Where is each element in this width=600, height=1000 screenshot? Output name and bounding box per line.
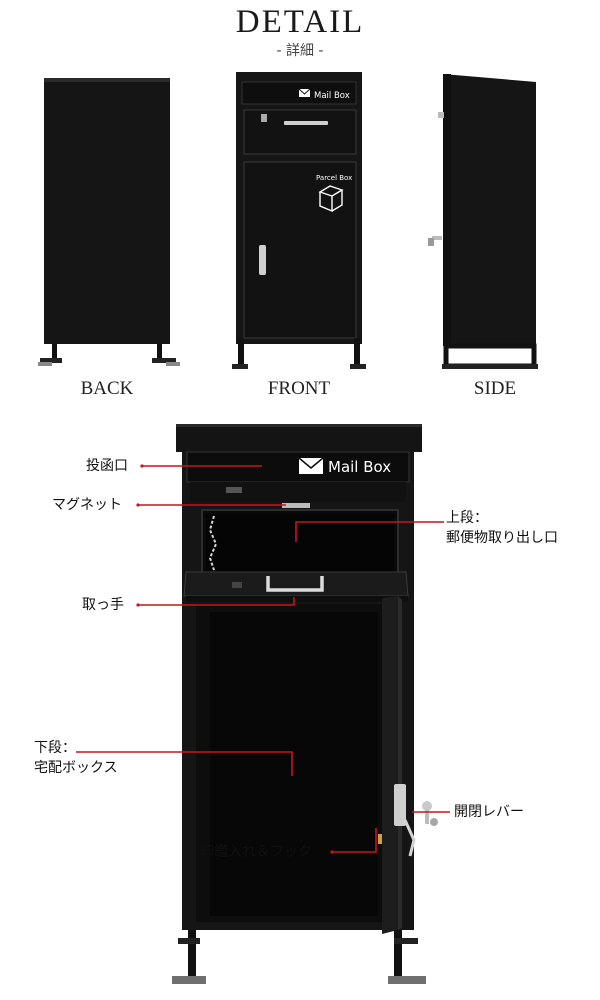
callout-line-upper xyxy=(295,521,444,542)
callout-lower-desc: 宅配ボックス xyxy=(34,760,118,776)
front-view-illustration xyxy=(232,72,366,369)
view-label-side: SIDE xyxy=(473,378,517,399)
callout-magnet: マグネット xyxy=(52,497,122,513)
callout-slot: 投函口 xyxy=(86,458,128,474)
page-subtitle: - 詳細 - xyxy=(276,43,324,59)
parcel-box-label: Parcel Box xyxy=(316,174,352,182)
callout-dots xyxy=(136,464,334,854)
callout-line-lower xyxy=(76,751,293,776)
callout-seal-hook: 印鑑入れ＆フック xyxy=(200,844,312,860)
view-label-front: FRONT xyxy=(267,378,331,399)
callout-upper-title: 上段： xyxy=(446,510,488,526)
view-label-back: BACK xyxy=(80,378,134,399)
callout-lever: 開閉レバー xyxy=(454,804,524,820)
back-view-illustration xyxy=(38,78,180,366)
callout-lower-title: 下段： xyxy=(34,740,76,756)
callout-upper-desc: 郵便物取り出し口 xyxy=(446,530,558,546)
callout-line-handle xyxy=(138,597,295,606)
page-title: DETAIL xyxy=(235,4,365,40)
detailed-front-illustration xyxy=(172,424,438,984)
callout-line-seal xyxy=(332,828,377,853)
side-view-illustration xyxy=(428,74,538,369)
callout-handle: 取っ手 xyxy=(82,597,124,613)
callout-lines xyxy=(76,465,450,853)
mail-box-label-large: Mail Box xyxy=(328,458,391,476)
mail-box-label-small: Mail Box xyxy=(314,91,350,101)
